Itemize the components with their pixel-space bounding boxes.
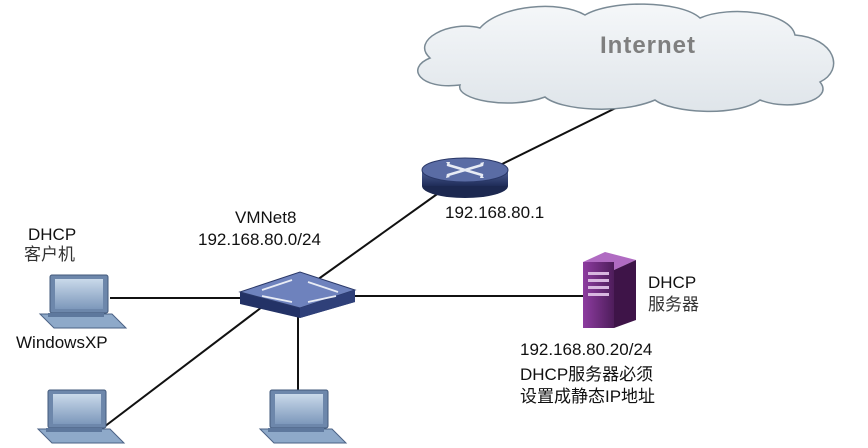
switch-subnet-label: 192.168.80.0/24 (198, 230, 321, 249)
server-icon (583, 252, 636, 328)
link-switch-computer-left (99, 306, 263, 431)
internet-label: Internet (600, 32, 697, 59)
computer-bottom-middle-icon (258, 389, 348, 444)
server-note-line1: DHCP服务器必须 (520, 365, 654, 384)
server-note-line2: 设置成静态IP地址 (520, 387, 656, 406)
link-switch-router (309, 191, 441, 286)
switch-name-label: VMNet8 (235, 208, 297, 227)
computer-bottom-left-icon (36, 389, 126, 444)
internet-cloud (417, 3, 835, 113)
client-os-label: WindowsXP (16, 333, 108, 352)
server-role-label: DHCP (648, 273, 697, 292)
client-computer-icon (38, 274, 128, 329)
client-role-sub-label: 客户机 (24, 245, 75, 264)
server-role-sub-label: 服务器 (648, 295, 699, 314)
switch-icon (238, 271, 357, 318)
router-icon (421, 157, 509, 198)
server-ip-label: 192.168.80.20/24 (520, 340, 653, 359)
router-ip-label: 192.168.80.1 (445, 203, 545, 222)
client-role-label: DHCP (28, 225, 77, 244)
